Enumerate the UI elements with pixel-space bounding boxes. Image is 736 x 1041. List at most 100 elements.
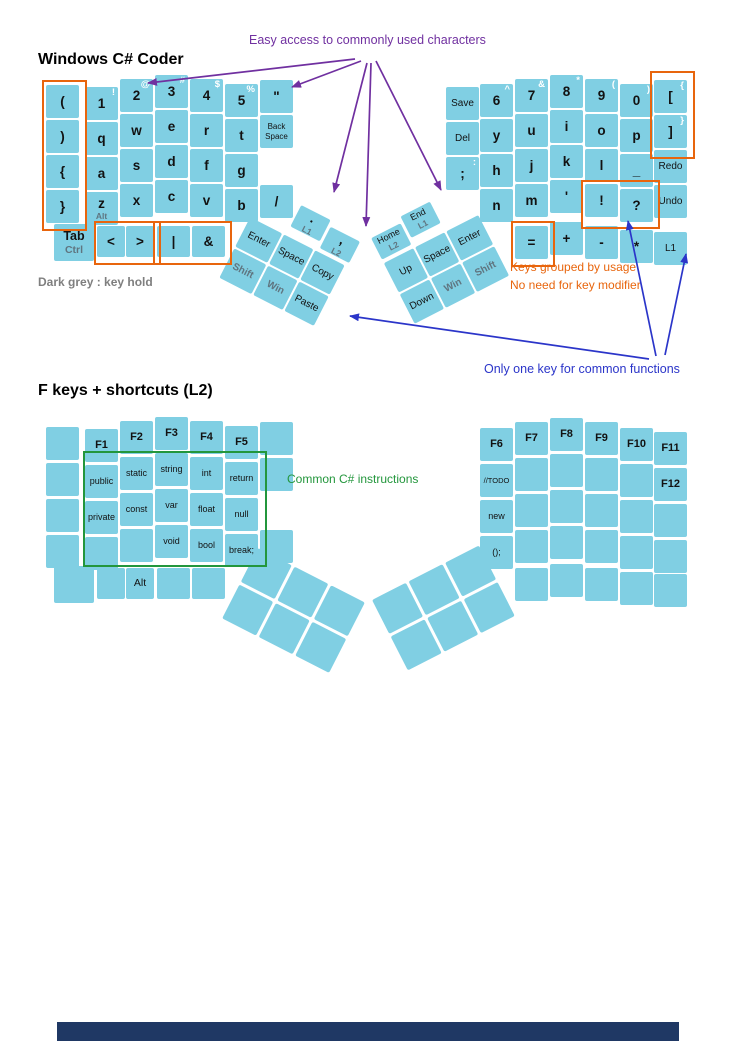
dark-grey-note: Dark grey : key hold: [38, 275, 153, 289]
key-blank: [46, 463, 79, 496]
key-f: f: [190, 149, 223, 182]
key-d: d: [155, 145, 188, 178]
key-blank: [654, 504, 687, 537]
orange-highlight-box: [650, 71, 695, 159]
orange-highlight-box: [581, 180, 660, 229]
key-blank: [85, 537, 118, 570]
key-blank: [97, 568, 125, 599]
key-greater-than: >: [126, 226, 154, 257]
key-private: private: [85, 501, 118, 534]
key-5: 5%: [225, 84, 258, 117]
key-question: ?: [620, 189, 653, 222]
key-blank: [515, 530, 548, 563]
key-less-than: <: [97, 226, 125, 257]
key-semicolon: ;:: [446, 157, 479, 190]
key-blank: [46, 535, 79, 568]
key-brace-close: }: [46, 190, 79, 223]
key-4: 4$: [190, 79, 223, 112]
key-equals: =: [515, 226, 548, 259]
key-f9: F9: [585, 422, 618, 455]
key-i: i: [550, 110, 583, 143]
key-p: p: [620, 119, 653, 152]
key-u: u: [515, 114, 548, 147]
key-c: c: [155, 180, 188, 213]
key-blank: [192, 568, 225, 599]
key-alt: Alt: [126, 568, 154, 599]
key-l: l: [585, 149, 618, 182]
one-key-note: Only one key for common functions: [484, 362, 680, 376]
key-paren-open: (: [46, 85, 79, 118]
key-7: 7&: [515, 79, 548, 112]
key-q: q: [85, 122, 118, 155]
key-bracket-open: [{: [654, 80, 687, 113]
key-f1: F1: [85, 429, 118, 462]
green-highlight-box: [83, 451, 267, 567]
key-blank: [550, 526, 583, 559]
key-t: t: [225, 119, 258, 152]
key-del: Del: [446, 122, 479, 155]
key-null: null: [225, 498, 258, 531]
key-0: 0): [620, 84, 653, 117]
key-n: n: [480, 189, 513, 222]
key-redo: Redo: [654, 150, 687, 183]
key-brace-open: {: [46, 155, 79, 188]
key-string: string: [155, 453, 188, 486]
grouped-usage-note: Keys grouped by usage: [510, 260, 637, 274]
key-blank: [120, 529, 153, 562]
key-minus: -: [585, 226, 618, 259]
key-f11: F11: [654, 432, 687, 465]
key-backspace: Back Space: [260, 115, 293, 148]
key-const: const: [120, 493, 153, 526]
key-blank: [654, 540, 687, 573]
key-blank: [46, 499, 79, 532]
key-9: 9(: [585, 79, 618, 112]
key-blank: [515, 458, 548, 491]
orange-highlight-box: [94, 221, 161, 265]
key-float: float: [190, 493, 223, 526]
key-pipe: |: [157, 226, 190, 257]
key-blank: [550, 564, 583, 597]
layer2-title: F keys + shortcuts (L2): [38, 381, 213, 399]
key-y: y: [480, 119, 513, 152]
key-w: w: [120, 114, 153, 147]
key-exclamation: !: [585, 184, 618, 217]
common-cs-note: Common C# instructions: [287, 472, 419, 486]
key-void: void: [155, 525, 188, 558]
key-o: o: [585, 114, 618, 147]
key-blank: [620, 572, 653, 605]
key-bracket-close: ]}: [654, 115, 687, 148]
key-m: m: [515, 184, 548, 217]
key-slash: /: [260, 185, 293, 218]
key-f5: F5: [225, 426, 258, 459]
key-e: e: [155, 110, 188, 143]
key-plus: +: [550, 222, 583, 255]
key-f6: F6: [480, 428, 513, 461]
key-blank: [620, 500, 653, 533]
key-6: 6^: [480, 84, 513, 117]
key-a: a: [85, 157, 118, 190]
key-x: x: [120, 184, 153, 217]
no-modifier-note: No need for key modifier: [510, 278, 641, 292]
key-paren-close: ): [46, 120, 79, 153]
key-f8: F8: [550, 418, 583, 451]
key-1: 1!: [85, 87, 118, 120]
key-blank: [550, 490, 583, 523]
key-new: new: [480, 500, 513, 533]
key-save: Save: [446, 87, 479, 120]
key-r: r: [190, 114, 223, 147]
key-s: s: [120, 149, 153, 182]
key-blank: [54, 566, 94, 603]
key-var: var: [155, 489, 188, 522]
key-blank: [260, 422, 293, 455]
key-blank: [550, 454, 583, 487]
key-double-quote: ": [260, 80, 293, 113]
key-int: int: [190, 457, 223, 490]
key-static: static: [120, 457, 153, 490]
key-f12: F12: [654, 468, 687, 501]
orange-highlight-box: [42, 80, 87, 231]
key-bool: bool: [190, 529, 223, 562]
